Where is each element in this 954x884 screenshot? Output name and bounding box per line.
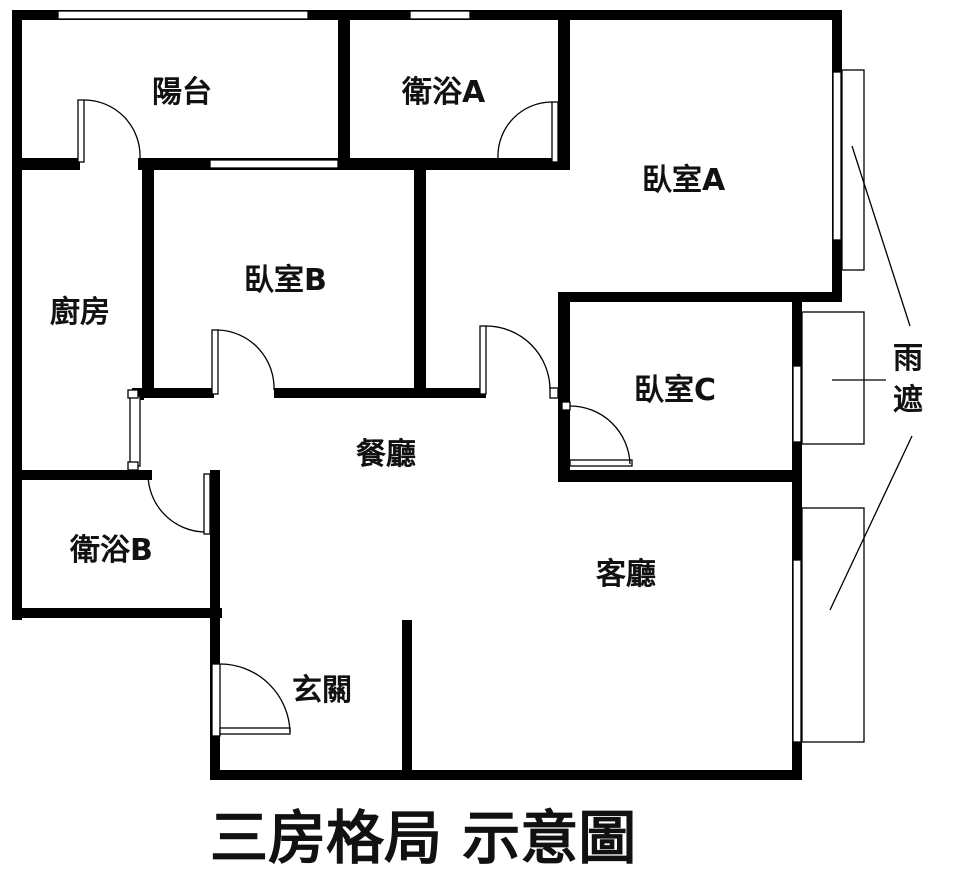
wall (12, 470, 152, 480)
awning-outline (801, 311, 865, 445)
room-label-bedroom-a: 臥室A (642, 163, 726, 198)
awning-label-char-1: 雨 (893, 341, 923, 376)
door-jamb (127, 461, 139, 471)
door-bedroom-b (211, 329, 275, 395)
window (129, 395, 141, 467)
wall (792, 292, 802, 780)
wall (560, 292, 842, 302)
room-label-balcony: 陽台 (152, 75, 212, 110)
door-balcony (77, 99, 141, 163)
awning-label-char-2: 遮 (893, 383, 923, 418)
wall (12, 608, 222, 618)
windows (57, 10, 842, 743)
wall (558, 292, 570, 402)
room-label-kitchen: 廚房 (50, 295, 110, 330)
plan-title: 三房格局 示意圖 (210, 804, 636, 872)
awning-outline (841, 69, 865, 271)
room-label-bath-a: 衛浴A (401, 75, 486, 110)
window (792, 365, 802, 443)
wall (210, 770, 802, 780)
awning-leader (829, 435, 913, 611)
door-bath-b (147, 473, 211, 535)
wall (402, 620, 412, 778)
wall (138, 158, 568, 170)
room-label-bedroom-c: 臥室C (634, 373, 716, 408)
awning-outline (801, 507, 865, 743)
door-bath-a (497, 101, 559, 163)
doors (77, 99, 633, 737)
room-label-dining: 餐廳 (356, 437, 416, 472)
wall (12, 10, 22, 620)
wall (558, 470, 802, 482)
wall (558, 10, 570, 170)
window (209, 159, 339, 169)
door-bedroom-a (479, 325, 559, 399)
door-jamb (127, 389, 139, 399)
room-label-entrance: 玄關 (292, 673, 352, 708)
window (57, 10, 309, 20)
wall (142, 388, 214, 398)
wall (12, 158, 80, 170)
wall (274, 388, 486, 398)
wall (338, 10, 350, 170)
wall (142, 158, 154, 396)
wall (414, 158, 426, 396)
door-entrance (211, 663, 291, 737)
room-label-bath-b: 衛浴B (69, 533, 153, 568)
room-label-bedroom-b: 臥室B (244, 263, 327, 298)
awning (801, 69, 913, 743)
wall (210, 470, 220, 780)
room-label-living: 客廳 (596, 557, 656, 592)
wall (558, 402, 570, 482)
door-bedroom-c (561, 401, 633, 467)
window (832, 71, 842, 241)
awning-leader (851, 145, 911, 327)
window (792, 559, 802, 743)
window (409, 10, 471, 20)
